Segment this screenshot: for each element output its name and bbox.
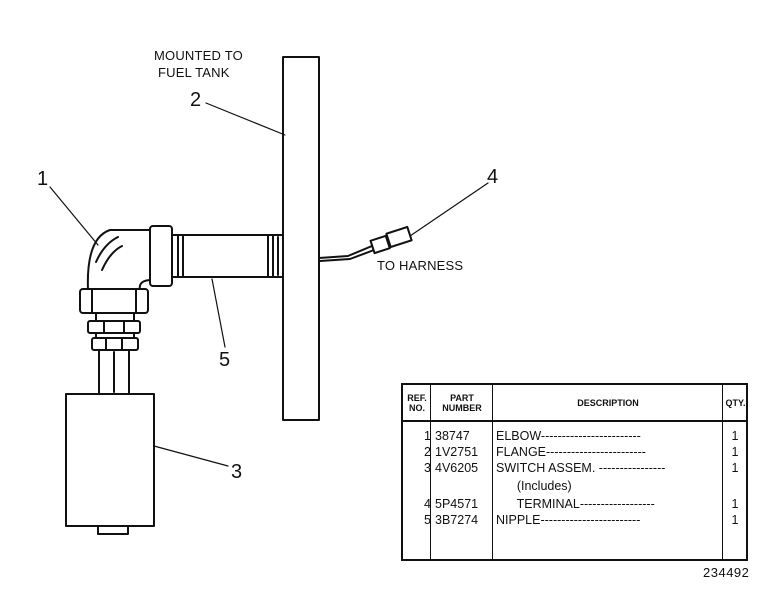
callout-1: 1 <box>37 168 48 190</box>
note-mounted-line1: MOUNTED TO <box>154 48 243 63</box>
callout-3: 3 <box>231 461 242 483</box>
note-mounted-line2: FUEL TANK <box>158 65 230 80</box>
note-to-harness: TO HARNESS <box>377 258 463 273</box>
header-qty: QTY. <box>725 397 746 408</box>
leader-3 <box>153 445 229 467</box>
col-divider-ref <box>403 385 431 559</box>
leader-1 <box>49 186 99 246</box>
terminal-wire <box>318 225 413 262</box>
flange-plate <box>282 56 320 421</box>
leader-2 <box>205 102 286 136</box>
callout-2: 2 <box>190 89 201 111</box>
switch-float-body <box>65 393 155 535</box>
leader-4 <box>409 182 489 237</box>
header-description: DESCRIPTION <box>577 397 639 408</box>
leader-5 <box>211 278 226 348</box>
switch-threads <box>87 312 141 395</box>
callout-4: 4 <box>487 166 498 188</box>
table-row: (Includes) <box>496 479 572 493</box>
elbow <box>79 225 173 314</box>
nipple <box>169 234 284 278</box>
figure-number: 234492 <box>703 565 750 580</box>
header-ref: REF.NO. <box>407 392 427 413</box>
callout-5: 5 <box>219 349 230 371</box>
col-divider-desc <box>493 385 723 559</box>
col-divider-part <box>431 385 493 559</box>
